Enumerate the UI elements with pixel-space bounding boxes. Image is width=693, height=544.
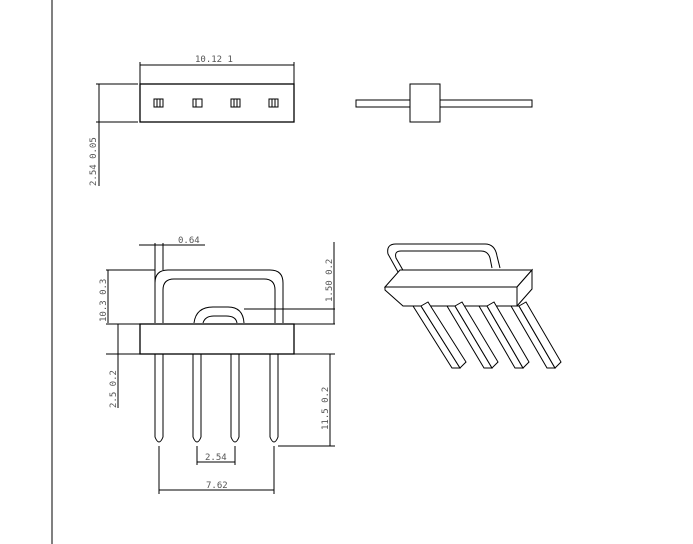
dim-bend-height: 10.3 0.3 <box>99 279 109 322</box>
isometric-view <box>383 243 562 369</box>
top-view: 10.12 1 2.54 0.05 <box>89 55 295 186</box>
dim-pin-thickness: 0.64 <box>178 236 200 246</box>
dim-loop-offset: 1.50 0.2 <box>325 259 335 302</box>
dim-body-height: 2.5 0.2 <box>109 370 119 408</box>
iso-pins <box>412 301 562 369</box>
dim-top-width: 10.12 1 <box>195 55 233 65</box>
dim-pitch: 2.54 <box>205 453 227 463</box>
pin-holes <box>153 98 279 108</box>
front-view: 0.64 10.3 0.3 1.50 0.2 2.5 0.2 11.5 0.2 … <box>99 236 335 494</box>
dim-pin-length: 11.5 0.2 <box>321 387 331 430</box>
dim-span: 7.62 <box>206 481 228 491</box>
dim-top-height: 2.54 0.05 <box>89 137 99 186</box>
pins <box>154 354 279 443</box>
side-view <box>355 83 533 123</box>
